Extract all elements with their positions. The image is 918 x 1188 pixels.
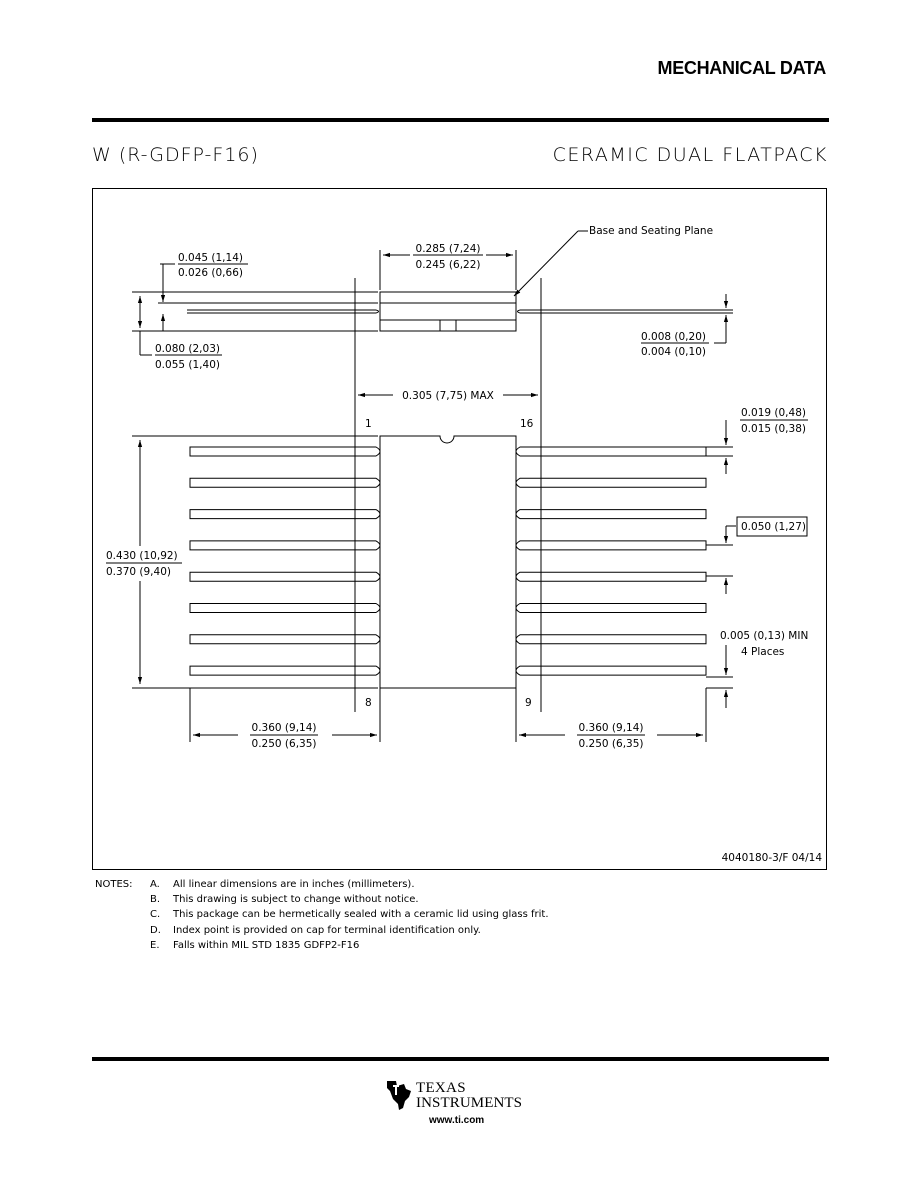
lead: [189, 665, 381, 676]
lead-length-right-max: 0.360 (9,14): [579, 722, 644, 734]
lead-length-left-min: 0.250 (6,35): [252, 738, 317, 750]
pin-label-16: 16: [520, 418, 534, 430]
package-name: CERAMIC DUAL FLATPACK: [552, 144, 828, 166]
end-clearance-places: 4 Places: [741, 646, 784, 658]
bottom-rule: [92, 1057, 829, 1061]
lead: [189, 509, 381, 520]
note-item: C.This package can be hermetically seale…: [150, 909, 549, 921]
lead-thickness-max: 0.008 (0,20): [641, 331, 706, 343]
height-min: 0.055 (1,40): [155, 359, 220, 371]
body-length-max: 0.430 (10,92): [106, 550, 178, 562]
note-item: D.Index point is provided on cap for ter…: [150, 924, 481, 936]
lead-pitch: 0.050 (1,27): [741, 521, 806, 533]
lid-thickness-max: 0.045 (1,14): [178, 252, 243, 264]
lead: [515, 446, 707, 457]
lead: [189, 634, 381, 645]
lead: [515, 634, 707, 645]
lead: [515, 665, 707, 676]
section-title: MECHANICAL DATA: [657, 58, 827, 78]
height-max: 0.080 (2,03): [155, 343, 220, 355]
pin-label-1: 1: [365, 418, 372, 430]
right-leads: [515, 446, 707, 676]
lead: [189, 603, 381, 613]
lead: [189, 477, 381, 488]
lead: [515, 603, 707, 613]
lead-span-max: 0.305 (7,75) MAX: [402, 390, 494, 402]
lead: [515, 571, 707, 582]
lead: [189, 540, 381, 551]
ti-logo: TEXAS INSTRUMENTS www.ti.com: [384, 1077, 534, 1129]
lead-length-left-max: 0.360 (9,14): [252, 722, 317, 734]
base-plane-callout: Base and Seating Plane: [589, 225, 713, 237]
brand-line-1: TEXAS: [416, 1080, 466, 1096]
body-length-min: 0.370 (9,40): [106, 566, 171, 578]
notes-label: NOTES:: [95, 879, 133, 890]
pin-label-9: 9: [525, 697, 532, 709]
side-view: [187, 291, 706, 332]
note-item: B.This drawing is subject to change with…: [150, 894, 419, 906]
drawing-frame: [92, 188, 827, 870]
lead: [515, 477, 707, 488]
lead-width-min: 0.015 (0,38): [741, 423, 806, 435]
top-view: [379, 435, 517, 689]
package-code: W (R-GDFP-F16): [92, 144, 259, 166]
note-item: E.Falls within MIL STD 1835 GDFP2-F16: [150, 939, 360, 951]
brand-line-2: INSTRUMENTS: [416, 1095, 523, 1111]
lead-length-right-min: 0.250 (6,35): [579, 738, 644, 750]
lead: [515, 540, 707, 551]
end-clearance-min: 0.005 (0,13) MIN: [720, 630, 808, 642]
note-item: A.All linear dimensions are in inches (m…: [150, 879, 415, 890]
ti-state-icon: [387, 1081, 411, 1110]
lead-width-max: 0.019 (0,48): [741, 407, 806, 419]
lead-thickness-min: 0.004 (0,10): [641, 346, 706, 358]
body-width-max: 0.285 (7,24): [416, 243, 481, 255]
lid-thickness-min: 0.026 (0,66): [178, 267, 243, 279]
body-width-min: 0.245 (6,22): [416, 259, 481, 271]
pin-label-8: 8: [365, 697, 372, 709]
left-leads: [189, 446, 381, 676]
website-url: www.ti.com: [429, 1115, 485, 1126]
top-rule: [92, 118, 829, 122]
drawing-number: 4040180-3/F 04/14: [722, 852, 823, 864]
lead: [189, 571, 381, 582]
lead: [189, 446, 381, 457]
lead: [515, 509, 707, 520]
